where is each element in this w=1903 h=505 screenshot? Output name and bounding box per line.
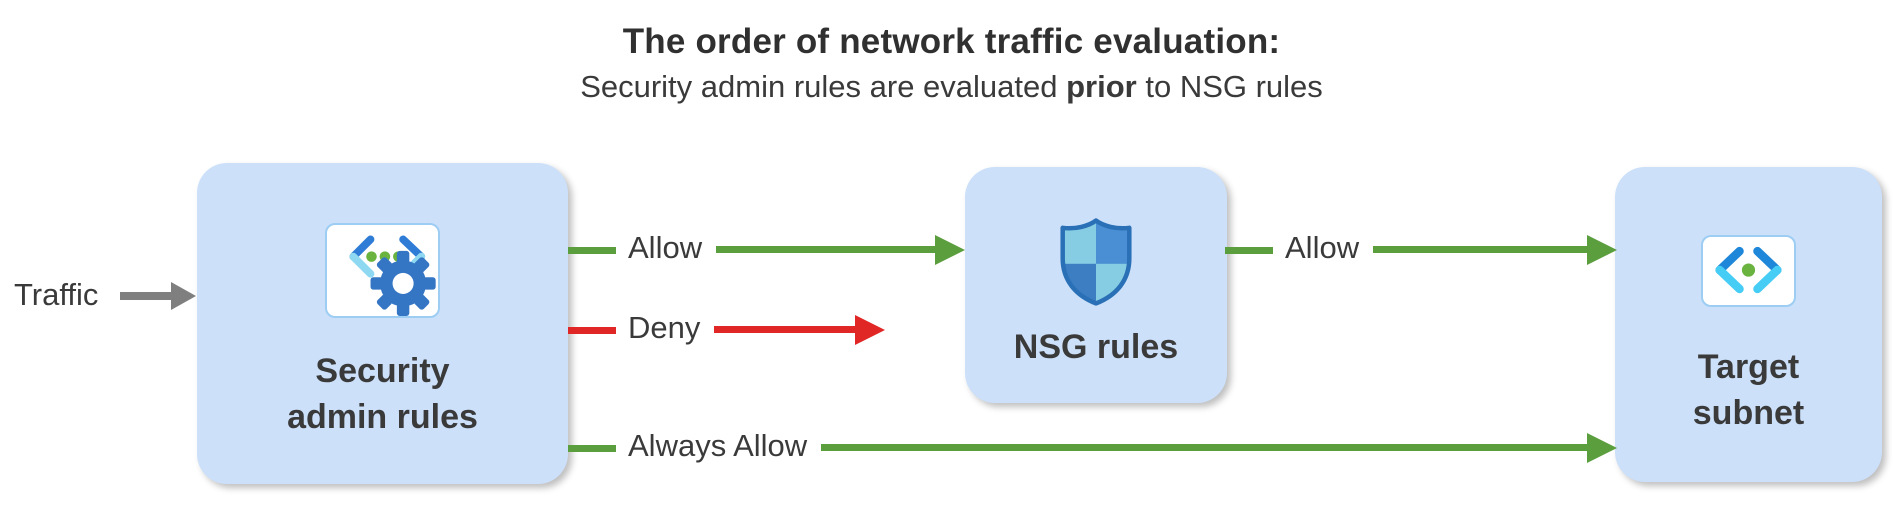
green-arrow-icon: [1373, 235, 1617, 265]
nsg-shield-icon: [1051, 217, 1141, 307]
arrow-head: [1587, 433, 1617, 463]
traffic-arrow-head: [171, 282, 196, 310]
traffic-label: Traffic: [14, 277, 99, 312]
network-manager-icon: [325, 223, 440, 318]
node-nsg-rules: NSG rules: [965, 167, 1227, 403]
red-arrow-icon: [714, 315, 885, 345]
green-arrow-icon: [716, 235, 965, 265]
node-target-subnet: Target subnet: [1615, 167, 1882, 482]
edge-always-allow-label: Always Allow: [628, 428, 808, 463]
edge-stub: [1225, 246, 1273, 254]
node-target-label-line1: Target: [1697, 348, 1800, 386]
edge-stub: [568, 444, 616, 452]
subnet-icon: [1701, 235, 1796, 307]
arrow-shaft: [1373, 246, 1595, 253]
edge-always-allow-security-to-target: Always Allow: [568, 428, 1617, 463]
arrow-head: [855, 315, 885, 345]
green-arrow-icon: [821, 433, 1617, 463]
arrow-head: [1587, 235, 1617, 265]
edge-deny-label: Deny: [628, 310, 701, 345]
edge-stub: [568, 326, 616, 334]
subtitle-prefix: Security admin rules are evaluated: [580, 69, 1067, 104]
node-target-label-line2: subnet: [1692, 394, 1805, 432]
node-security-label: Security admin rules: [197, 348, 568, 440]
arrow-shaft: [821, 444, 1595, 451]
arrow-shaft: [716, 246, 943, 253]
edge-deny-security: Deny: [568, 310, 885, 345]
edge-allow-security-to-nsg: Allow: [568, 230, 965, 265]
node-security-admin-rules: Security admin rules: [197, 163, 568, 484]
edge-allow-2-label: Allow: [1285, 230, 1360, 265]
node-nsg-label: NSG rules: [965, 324, 1227, 370]
edge-allow-nsg-to-target: Allow: [1225, 230, 1617, 265]
traffic-arrow-icon: [120, 282, 196, 310]
arrow-shaft: [714, 326, 863, 333]
subtitle-bold-word: prior: [1066, 69, 1137, 104]
edge-allow-1-label: Allow: [628, 230, 703, 265]
diagram-title: The order of network traffic evaluation:: [622, 22, 1281, 61]
edge-stub: [568, 246, 616, 254]
node-security-label-line2: admin rules: [287, 398, 478, 436]
traffic-arrow-shaft: [120, 292, 178, 300]
node-target-label: Target subnet: [1615, 344, 1882, 436]
node-security-label-line1: Security: [315, 352, 450, 390]
subtitle-suffix: to NSG rules: [1136, 69, 1323, 104]
arrow-head: [935, 235, 965, 265]
node-nsg-label-line1: NSG rules: [1013, 328, 1179, 366]
diagram-subtitle: Security admin rules are evaluated prior…: [0, 69, 1903, 105]
